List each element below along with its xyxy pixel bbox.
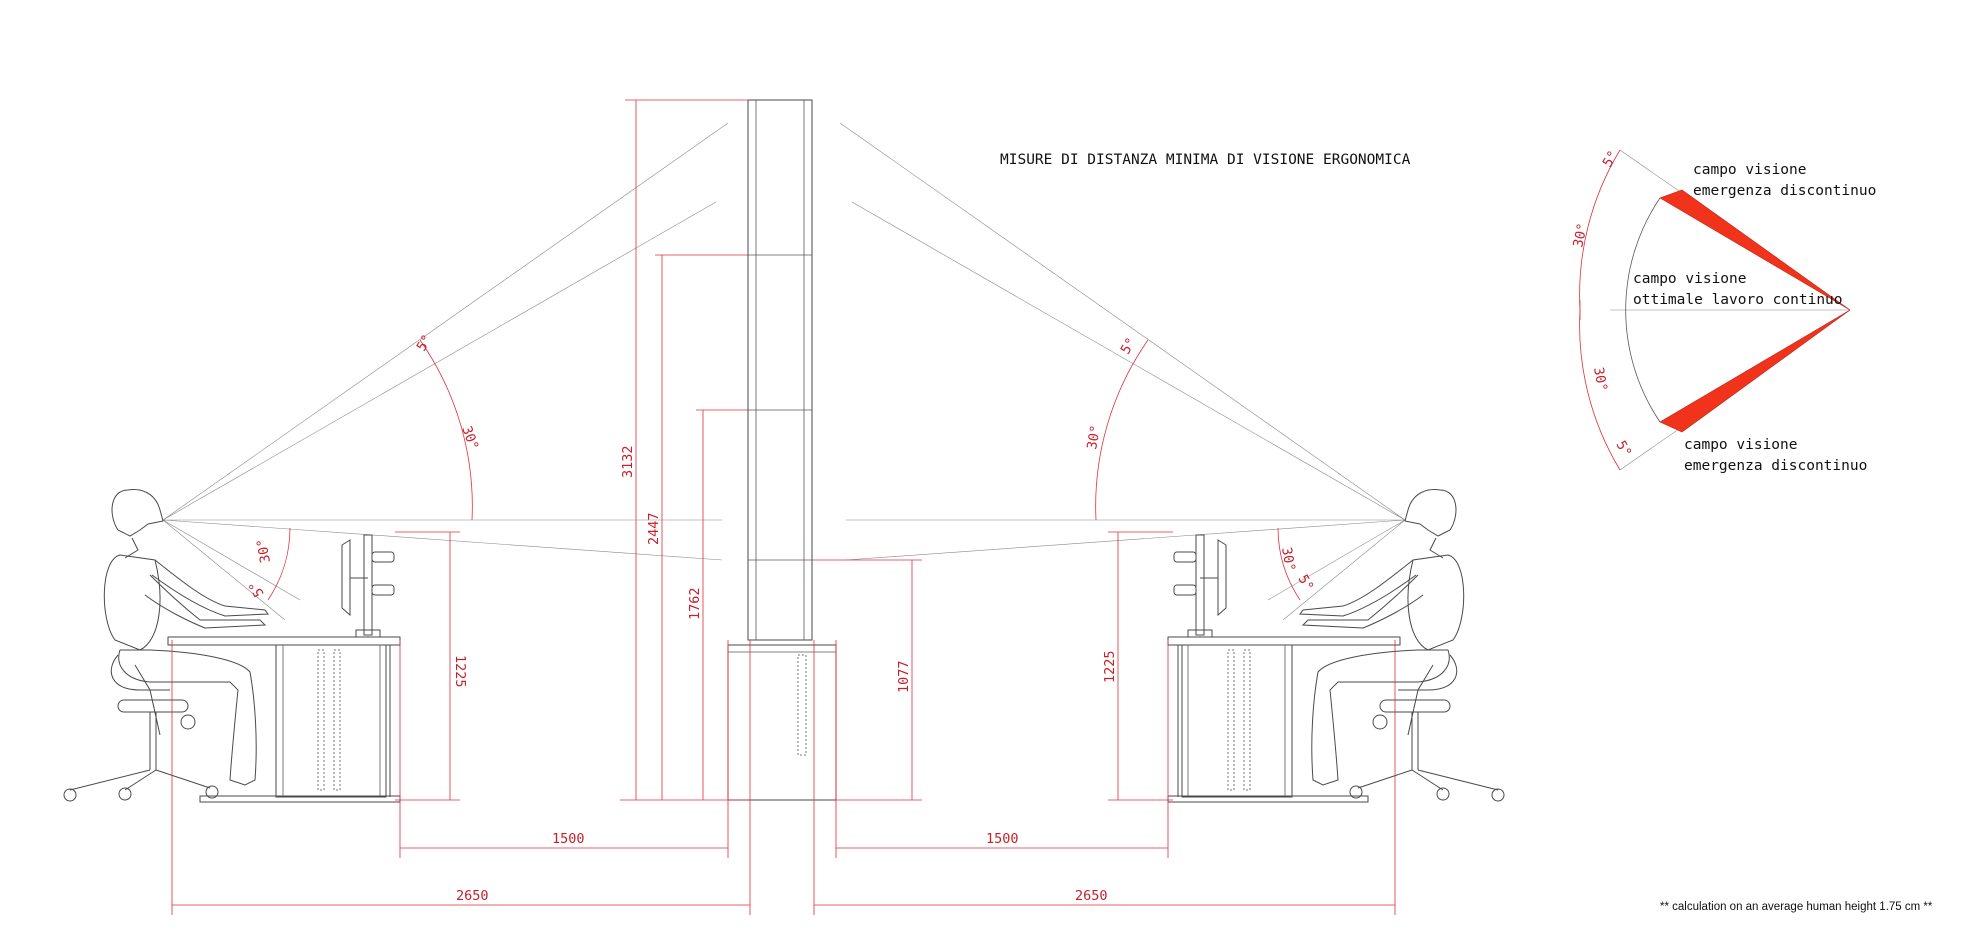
right-workstation <box>1167 489 1505 803</box>
legend-angle-top-30: 30° <box>1570 222 1591 249</box>
angle-right-lower-5: 5° <box>1295 572 1317 594</box>
dim-2650-left: 2650 <box>456 888 489 904</box>
dim-2650-right: 2650 <box>1075 888 1108 904</box>
dim-1225-right: 1225 <box>1102 650 1118 683</box>
dimension-lines <box>171 99 1396 915</box>
dim-1225-left: 1225 <box>452 655 468 688</box>
dim-3132: 3132 <box>620 445 636 478</box>
left-sight-lines <box>162 122 729 621</box>
dim-1500-left: 1500 <box>552 831 585 847</box>
legend-bottom-label-2: emergenza discontinuo <box>1684 458 1867 474</box>
dim-1762: 1762 <box>687 587 703 620</box>
angle-left-upper-30: 30° <box>458 424 481 452</box>
left-workstation <box>63 489 401 803</box>
legend-bottom-label-1: campo visione <box>1684 437 1798 453</box>
emergency-field-bottom <box>1659 309 1851 433</box>
legend-angle-bottom-30: 30° <box>1590 366 1610 393</box>
legend-mid-label-1: campo visione <box>1633 271 1747 287</box>
videowall-column <box>727 99 837 801</box>
angle-left-lower-5: 5° <box>246 578 268 600</box>
emergency-field-top <box>1659 189 1851 311</box>
legend-top-label-1: campo visione <box>1693 162 1807 178</box>
dim-1077: 1077 <box>896 660 912 693</box>
angle-right-upper-30: 30° <box>1084 424 1104 451</box>
legend-top-label-2: emergenza discontinuo <box>1693 183 1876 199</box>
vision-field-legend <box>1579 149 1851 471</box>
angle-right-upper-5: 5° <box>1118 335 1140 357</box>
legend-angle-top-5: 5° <box>1600 148 1622 170</box>
angle-left-upper-5: 5° <box>414 332 436 354</box>
right-sight-lines <box>839 122 1406 621</box>
legend-angle-bottom-5: 5° <box>1613 438 1635 460</box>
drawing-title: MISURE DI DISTANZA MINIMA DI VISIONE ERG… <box>1000 152 1411 168</box>
legend-mid-label-2: ottimale lavoro continuo <box>1633 292 1843 308</box>
angle-left-lower-30: 30° <box>254 537 274 564</box>
footnote: ** calculation on an average human heigh… <box>1660 901 1933 913</box>
dim-2447: 2447 <box>646 512 662 545</box>
angle-right-lower-30: 30° <box>1278 546 1298 573</box>
dim-1500-right: 1500 <box>986 831 1019 847</box>
